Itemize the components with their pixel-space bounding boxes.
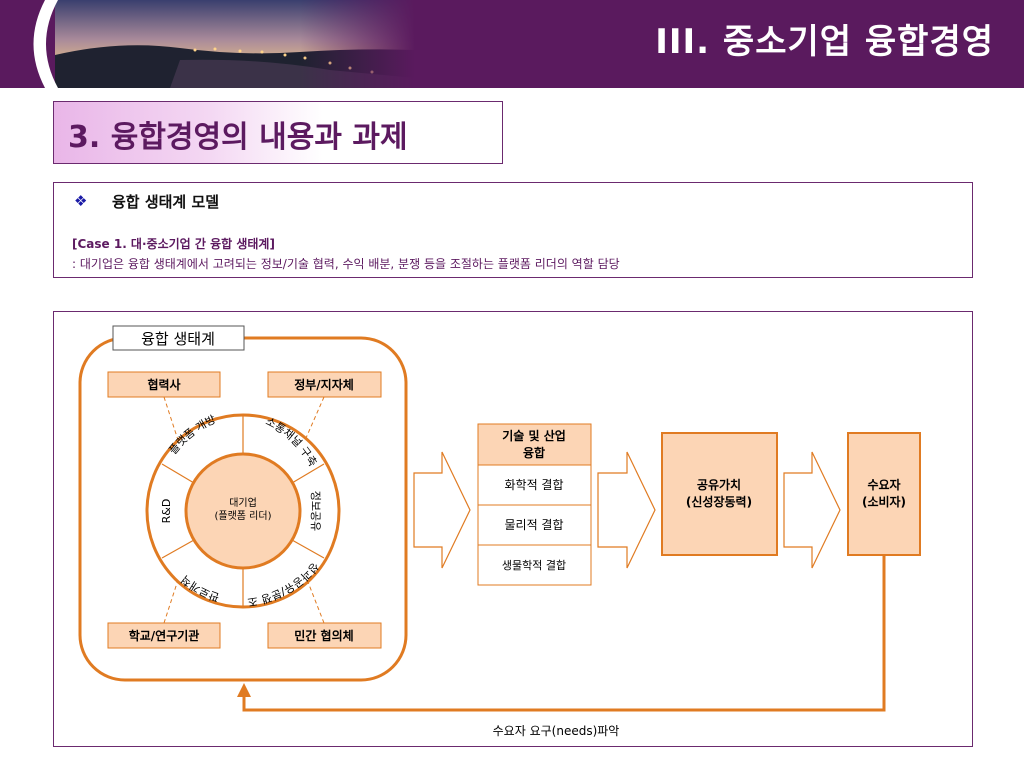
private-council-box [267,622,382,649]
government-box [267,371,382,398]
ecosystem-label-box [112,325,245,351]
tech-header-line1: 기술 및 산업 [502,428,566,443]
diagram-box: 융합 생태계 협력사 정부/지자체 학교/연구기관 민간 협의체 대기업 [53,311,973,747]
arrow-right-1 [413,451,471,569]
ecosystem-label: 융합 생태계 [141,330,215,348]
partner-label: 협력사 [147,377,180,392]
tech-item-2: 물리적 결합 [504,518,563,532]
ecosystem-diagram: 융합 생태계 협력사 정부/지자체 학교/연구기관 민간 협의체 대기업 [53,311,921,738]
tech-item-1: 화학적 결합 [504,478,563,492]
bullet-heading: 융합 생태계 모델 [112,193,220,211]
platform-leader-label-2: (플랫폼 리더) [215,510,272,522]
ring-dividers [161,416,325,606]
needs-label: 수요자 요구(needs)파악 [493,724,620,738]
government-label: 정부/지자체 [294,377,354,392]
diamond-bullet-icon: ❖ [74,192,88,210]
feedback-arrowhead [237,683,251,697]
consumer-line2: (소비자) [862,494,906,509]
school-label: 학교/연구기관 [129,628,200,643]
tech-header-line2: 융합 [523,445,545,460]
feedback-loop-line [242,555,886,712]
shared-value-box [661,432,778,556]
section-title-box: 3. 융합경영의 내용과 과제 [53,101,503,164]
ring-rnd: R&D [160,499,173,524]
shared-value-line1: 공유가치 [697,477,741,492]
header-title: III. 중소기업 융합경영 [655,22,994,62]
arrow-right-3 [783,451,841,569]
platform-leader-circle [184,452,302,570]
header-graphic [0,0,1024,88]
arrow-right-2 [597,451,656,569]
tech-item-3: 생물학적 결합 [502,559,566,572]
tech-item-box-1 [477,464,592,506]
private-council-label: 민간 협의체 [294,628,353,643]
case-description: : 대기업은 융합 생태계에서 고려되는 정보/기술 협력, 수익 배분, 분쟁… [72,257,620,271]
platform-leader-label-1: 대기업 [229,496,257,509]
school-box [107,622,221,649]
info-box: ❖ 융합 생태계 모델 [Case 1. 대·중소기업 간 융합 생태계] : … [53,182,973,278]
case-title: [Case 1. 대·중소기업 간 융합 생태계] [72,237,275,251]
header-banner: III. 중소기업 융합경영 [0,0,1024,88]
consumer-box [847,432,921,556]
tech-item-box-2 [477,504,592,546]
tech-item-box-3 [477,544,592,586]
partner-box [107,371,221,398]
section-title: 3. 융합경영의 내용과 과제 [68,120,408,155]
dashed-connectors [163,396,325,624]
consumer-line1: 수요자 [867,477,900,492]
ring-info-share: 정보공유 [309,491,322,531]
tech-header-box [477,423,592,466]
shared-value-line2: (신성장동력) [686,494,752,509]
